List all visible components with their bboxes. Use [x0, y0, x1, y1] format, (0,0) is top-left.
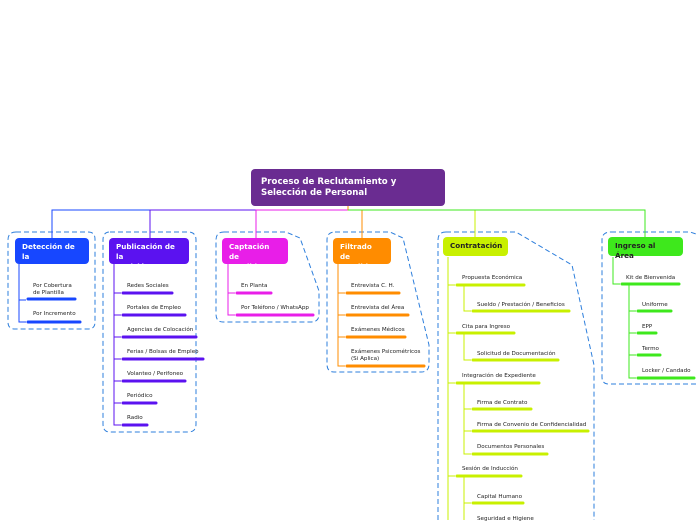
topic-deteccion-line1: Detección de la: [22, 242, 75, 261]
subtopic[interactable]: Redes Sociales: [127, 283, 169, 289]
publicacion-frame: [102, 231, 197, 433]
contratacion-frame: [437, 231, 595, 520]
connector-deteccion: [51, 206, 349, 238]
subtopic[interactable]: Cita para Ingreso: [462, 324, 511, 330]
connector-contratacion: [348, 209, 476, 238]
subtopic[interactable]: Sueldo / Prestación / Beneficios: [477, 302, 565, 308]
topic-filtrado-line2: Candidatos: [340, 262, 386, 271]
subtopic[interactable]: Periódico: [127, 393, 153, 399]
connector-captacion: [255, 209, 348, 238]
subtopic[interactable]: En Planta: [241, 283, 268, 289]
subtopic[interactable]: Volanteo / Perifoneo: [127, 371, 184, 377]
root-title-line2: Selección de Personal: [261, 188, 368, 198]
subtopic[interactable]: Entrevista del Área: [351, 305, 405, 311]
topic-publicacion-line1: Publicación de la: [116, 242, 175, 261]
subtopic[interactable]: EPP: [642, 324, 653, 330]
topic-filtrado-line1: Filtrado de: [340, 242, 372, 261]
subtopic[interactable]: Por Teléfono / WhatsApp: [241, 305, 309, 311]
subtopic[interactable]: Sesión de Inducción: [462, 466, 518, 472]
subtopic[interactable]: Solicitud de Documentación: [477, 351, 556, 357]
topic-contratacion[interactable]: Contratación: [443, 237, 508, 256]
subtopic[interactable]: Por Incremento: [33, 311, 76, 317]
captacion-frame: [215, 231, 320, 323]
connector-filtrado: [347, 206, 363, 238]
subtopic[interactable]: Entrevista C. H.: [351, 283, 395, 289]
subtopic[interactable]: Kit de Bienvenida: [626, 275, 676, 281]
ingreso-frame: [601, 231, 696, 385]
subtopic[interactable]: Documentos Personales: [477, 444, 545, 450]
subtopic[interactable]: Radio: [127, 415, 143, 421]
subtopic[interactable]: Firma de Convenio de Confidencialidad: [477, 422, 587, 428]
root-title-line1: Proceso de Reclutamiento y: [261, 177, 397, 187]
subtopic[interactable]: Integración de Expediente: [462, 373, 536, 379]
connector-ingreso: [348, 209, 646, 238]
topic-captacion[interactable]: Captación de Candidatos: [222, 238, 288, 271]
subtopic[interactable]: Ferias / Bolsas de Empleo: [127, 349, 199, 355]
subtopic[interactable]: Termo: [642, 346, 659, 352]
subtopic[interactable]: Exámenes Psicométricos (Si Aplica): [351, 349, 421, 362]
root-topic[interactable]: Proceso de Reclutamiento y Selección de …: [251, 169, 445, 206]
topic-ingreso[interactable]: Ingreso al Área: [608, 237, 683, 260]
topic-captacion-line2: Candidatos: [229, 262, 275, 271]
subtopic[interactable]: Por Cobertura de Plantilla: [33, 283, 72, 296]
subtopic[interactable]: Uniforme: [642, 302, 668, 308]
topic-publicacion[interactable]: Publicación de la Posición: [109, 238, 189, 271]
subtopic[interactable]: Portales de Empleo: [127, 305, 181, 311]
topic-contratacion-line1: Contratación: [450, 241, 503, 250]
subtopic[interactable]: Agencias de Colocación: [127, 327, 194, 333]
topic-deteccion[interactable]: Detección de la Vacante: [15, 238, 89, 271]
topic-captacion-line1: Captación de: [229, 242, 270, 261]
topic-deteccion-line2: Vacante: [22, 262, 55, 271]
deteccion-frame: [7, 231, 96, 330]
topic-ingreso-line1: Ingreso al Área: [615, 241, 656, 260]
subtopic[interactable]: Propuesta Económica: [462, 275, 523, 281]
subtopic[interactable]: Capital Humano: [477, 494, 522, 500]
filtrado-frame: [326, 231, 430, 373]
subtopic[interactable]: Exámenes Médicos: [351, 327, 405, 333]
subtopic[interactable]: Firma de Contrato: [477, 400, 528, 406]
subtopic[interactable]: Seguridad e Higiene: [477, 516, 534, 522]
subtopic[interactable]: Locker / Candado: [642, 368, 691, 374]
connector-publicacion: [149, 209, 348, 238]
topic-filtrado[interactable]: Filtrado de Candidatos: [333, 238, 391, 271]
topic-publicacion-line2: Posición: [116, 262, 150, 271]
